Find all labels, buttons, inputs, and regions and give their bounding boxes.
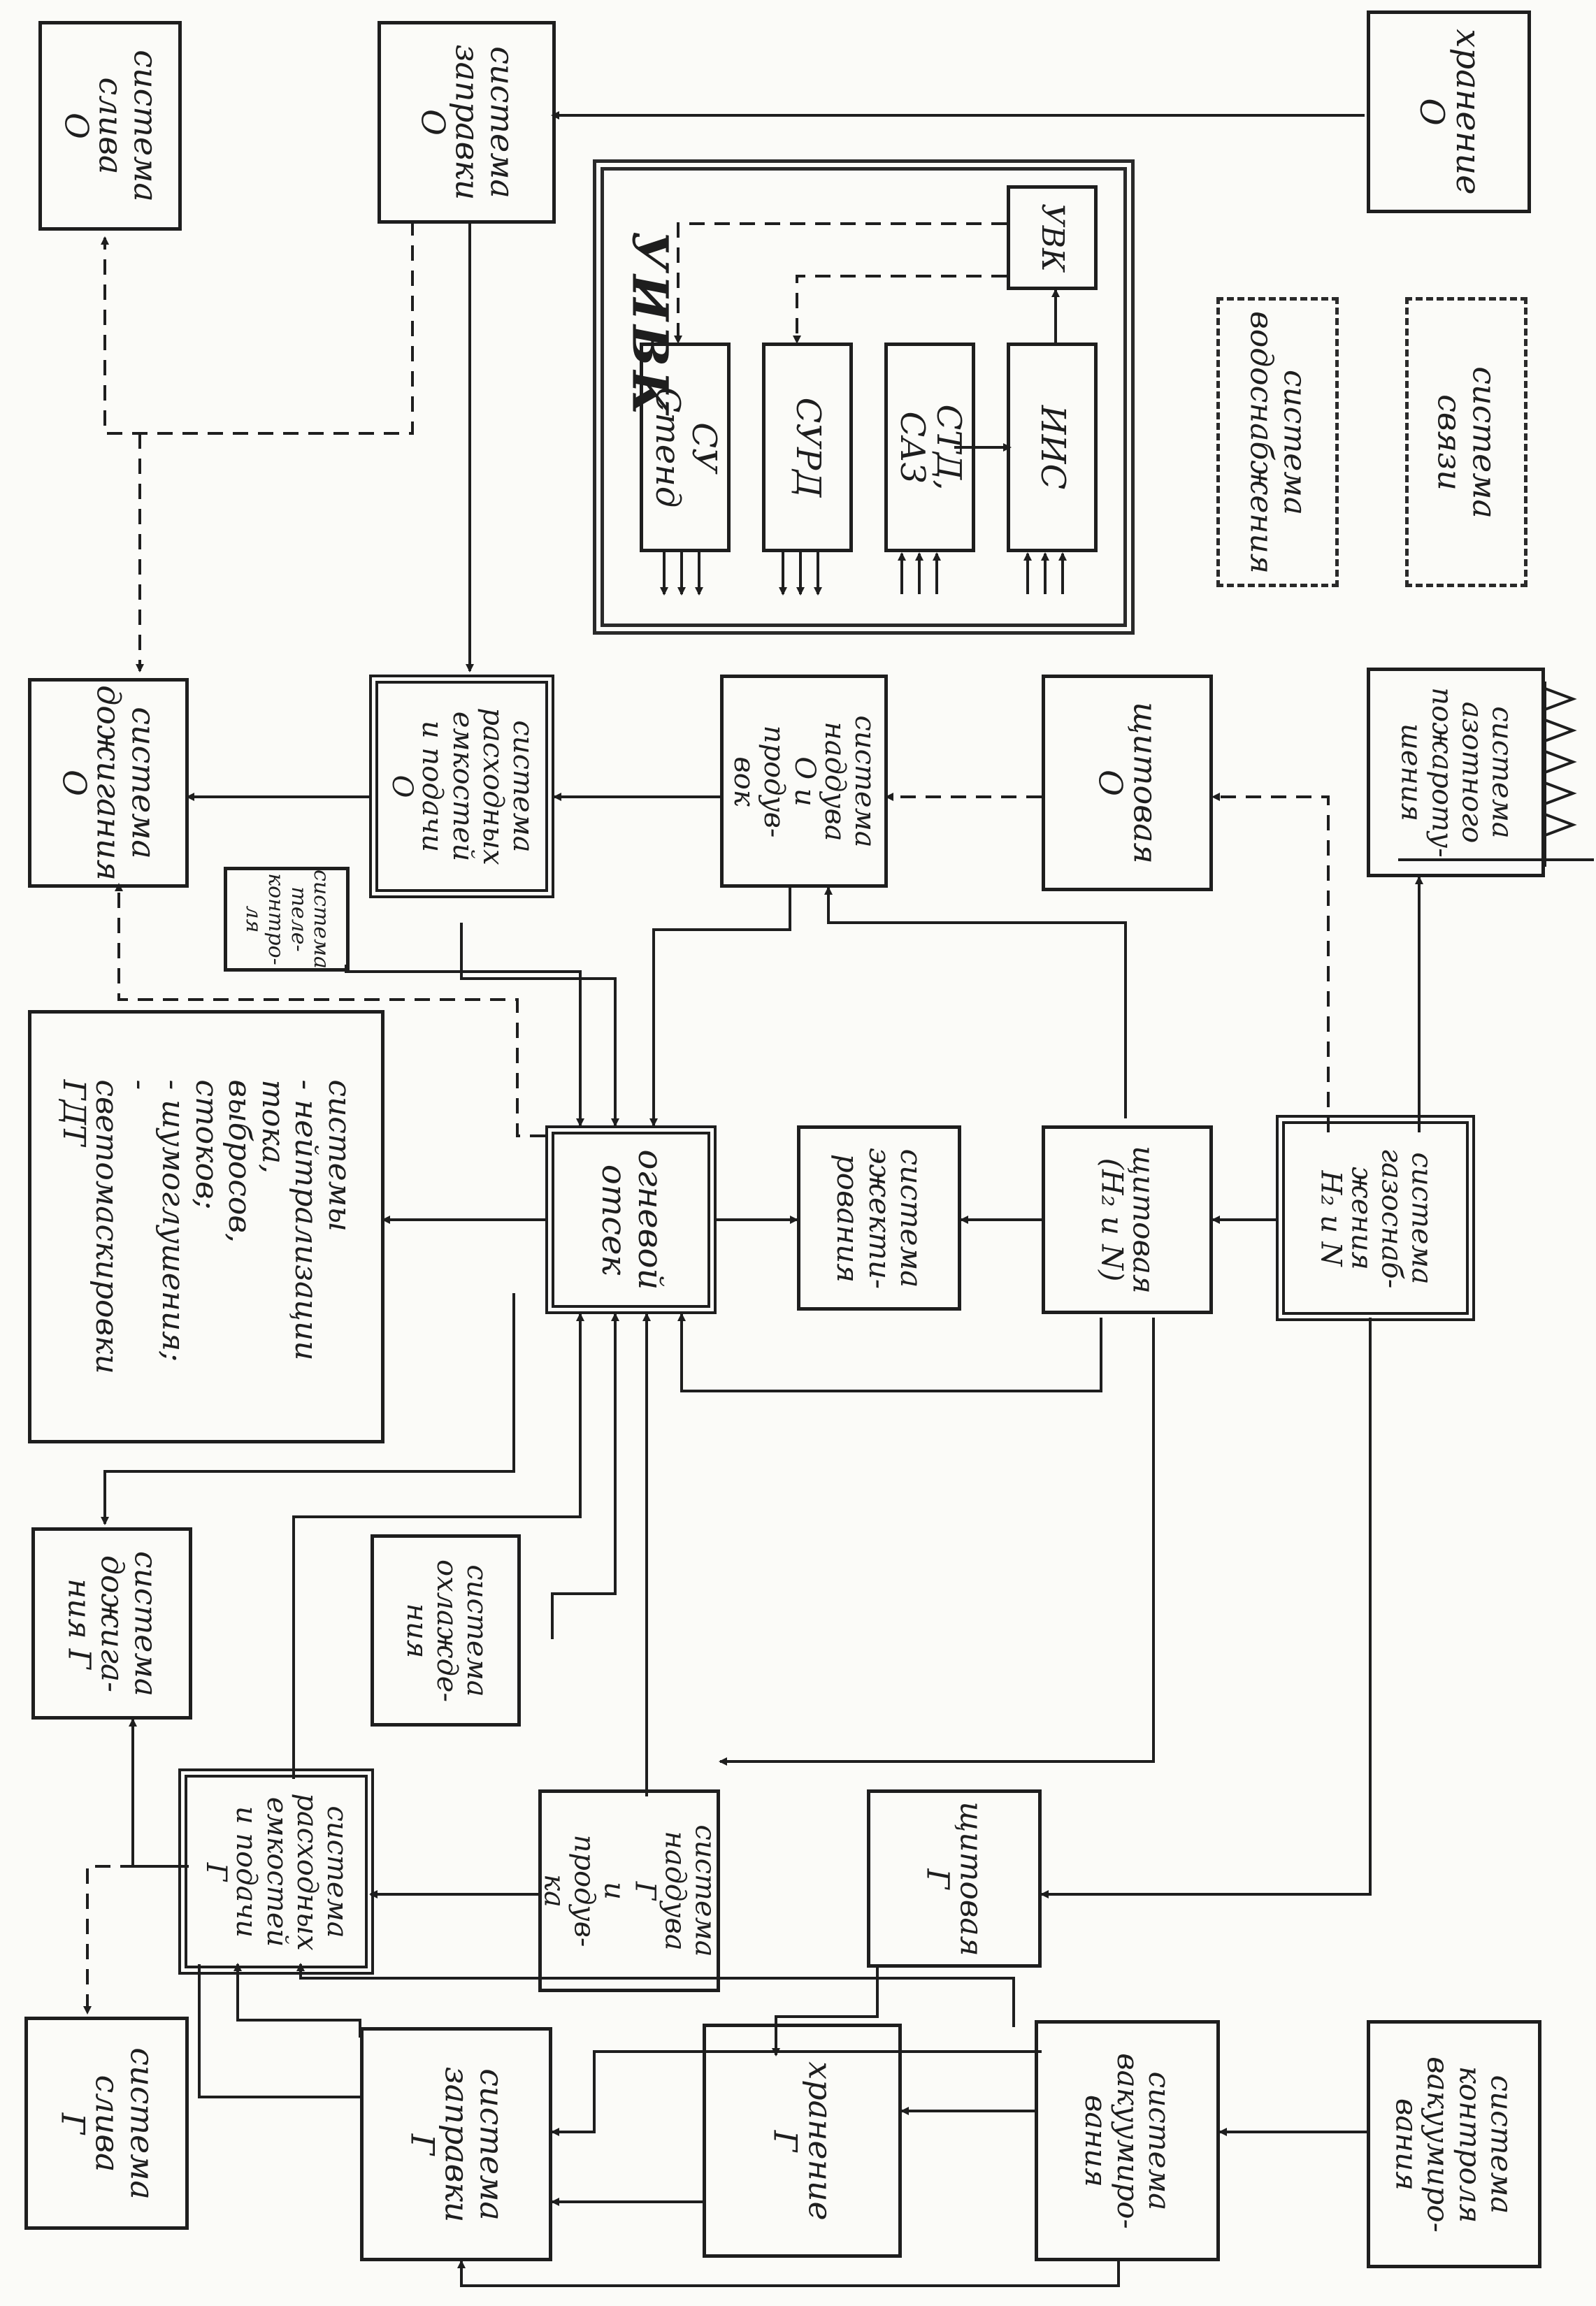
- line-shchitovaya-to-nadduva-o: [824, 886, 1127, 1118]
- dash-sliva-g: [83, 1865, 161, 2015]
- dash-uvk-to-surd: [793, 275, 1007, 344]
- block-iis: ИИС: [1007, 343, 1098, 552]
- block-vakuum: система вакуумиро- вания: [1035, 2020, 1220, 2261]
- block-shchitovaya-g: щитовая Г: [867, 1789, 1042, 1968]
- block-surd: СУРД: [762, 343, 853, 552]
- uivk-group: [593, 159, 1135, 635]
- line-vakuum-to-rashodnyh-g-top: [551, 2050, 1042, 2136]
- block-gazosnab: система газоснаб- жения H₂ и N: [1276, 1115, 1475, 1321]
- block-dozhiganiya-o: система дожигания О: [28, 678, 189, 888]
- block-sliva-g: система слива Г: [24, 2017, 189, 2230]
- block-zapravki-g: система заправки Г: [360, 2027, 552, 2261]
- line-ognevoy-to-dozhigania-g: [101, 1293, 515, 1525]
- block-rashodnyh-g: система расходных емкостей и подачи Г: [178, 1768, 374, 1975]
- line-shchitovaya-to-nadduva-g: [719, 1318, 1155, 1766]
- block-sistemy-group: системы - нейтрализации тока, выбросов, …: [28, 1010, 384, 1443]
- block-azotnogo: система азотного пожароту- шения: [1367, 668, 1545, 877]
- block-hranenie-o: хранение О: [1367, 10, 1531, 213]
- block-shchitovaya-h2n: щитовая (H₂ и N): [1042, 1125, 1213, 1314]
- line-nadduva-o-to-ognevoy: [649, 884, 791, 1127]
- dash-gazosnab-to-shchitovaya-o: [1212, 793, 1330, 1132]
- line-vakuum-bottom-loop: [457, 2258, 1120, 2287]
- block-zapravki-o: система заправки О: [378, 21, 556, 224]
- dash-ognevoy-to-dozhiganiya: [115, 883, 545, 1137]
- block-sliva-o: система слива О: [38, 21, 182, 231]
- dash-sliva-o: [101, 220, 414, 435]
- block-su-stend: СУ Стенд: [640, 343, 731, 552]
- block-uvk: УВК: [1007, 185, 1098, 290]
- block-shchitovaya-o: щитовая О: [1042, 675, 1213, 891]
- dash-uvk-to-su-stend: [674, 222, 1007, 344]
- line-rashodnyh-g-to-ognevoy: [292, 1313, 584, 1779]
- block-ezhekt: система эжекти- рования: [797, 1125, 961, 1311]
- line-zapravki-g-to-rashodnyh-g: [233, 1963, 361, 2038]
- block-telekontrol: система теле- контро- ля: [224, 867, 350, 972]
- line-gazosnab-to-shchitovaya-g: [1040, 1318, 1372, 1898]
- line-rashodnyh-o-to-ognevoy: [460, 923, 619, 1127]
- block-rashodnyh-o: система расходных емкостей и подачи О: [369, 675, 554, 898]
- line-shchitovaya-to-ognevoy-loop: [677, 1313, 1102, 1392]
- line-ohlazhd-to-ognevoy: [551, 1313, 619, 1639]
- block-std-saz: СТД, САЗ: [884, 343, 975, 552]
- line-shchitovaya-g-to-hranenie-g: [772, 1968, 879, 2056]
- block-svyazi: система связи: [1405, 297, 1527, 587]
- block-hranenie-g: хранение Г: [703, 2024, 902, 2258]
- block-ognevoy: огневой отсек: [545, 1125, 717, 1314]
- block-nadduva-o: система наддува О и продув- вок: [720, 675, 888, 888]
- block-nadduva-g: система наддува Г и продув- ка: [538, 1789, 721, 1992]
- line-zapravki-g-left-loop: [198, 1964, 360, 2098]
- block-kontrol-vak: система контроля вакуумиро- вания: [1367, 2020, 1541, 2268]
- block-ohlazhd: система охлажде- ния: [371, 1534, 521, 1727]
- block-vodosnab: система водоснабжения: [1216, 297, 1339, 587]
- block-dozhigania-g: система дожига- ния Г: [31, 1527, 192, 1720]
